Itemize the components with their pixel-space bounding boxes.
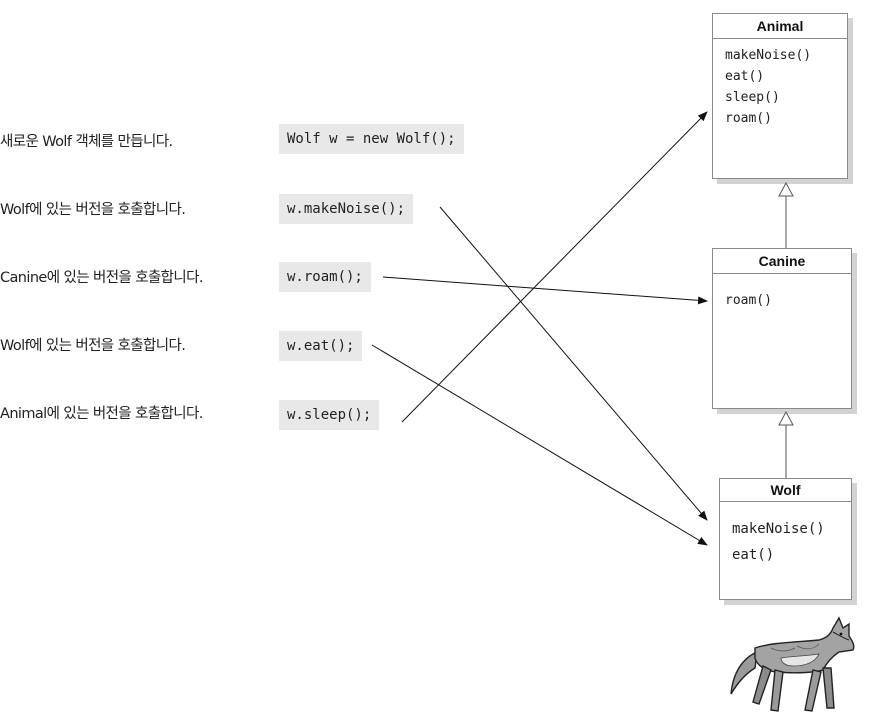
arrow-roam-to-canine (382, 276, 708, 305)
class-methods-canine: roam() (713, 274, 851, 311)
method-animal-sleep: sleep() (725, 90, 780, 105)
code-roam: w.roam(); (279, 262, 371, 292)
arrow-sleep-to-animal (401, 111, 708, 423)
class-box-wolf: Wolf makeNoise() eat() (719, 478, 852, 600)
class-box-canine: Canine roam() (712, 248, 852, 409)
method-wolf-eat: eat() (732, 547, 775, 563)
description-eat: Wolf에 있는 버전을 호출합니다. (0, 338, 186, 354)
arrow-makenoise-to-wolf (439, 206, 708, 521)
code-eat: w.eat(); (279, 331, 363, 361)
code-sleep: w.sleep(); (279, 400, 380, 430)
method-wolf-makenoise: makeNoise() (732, 521, 825, 537)
class-name-canine: Canine (713, 249, 851, 274)
description-new-wolf: 새로운 Wolf 객체를 만듭니다. (0, 134, 173, 150)
code-makenoise: w.makeNoise(); (279, 194, 414, 224)
class-name-animal: Animal (713, 14, 847, 39)
class-box-animal: Animal makeNoise() eat() sleep() roam() (712, 13, 848, 179)
description-roam: Canine에 있는 버전을 호출합니다. (0, 270, 204, 286)
wolf-illustration-icon (730, 616, 855, 712)
method-animal-eat: eat() (725, 69, 765, 84)
class-methods-animal: makeNoise() eat() sleep() roam() (713, 39, 847, 129)
class-methods-wolf: makeNoise() eat() (720, 502, 851, 568)
method-animal-roam: roam() (725, 111, 772, 126)
inheritance-triangle-canine-icon (778, 410, 794, 426)
description-sleep: Animal에 있는 버전을 호출합니다. (0, 406, 203, 422)
method-animal-makenoise: makeNoise() (725, 48, 812, 63)
arrow-eat-to-wolf (371, 344, 708, 546)
method-canine-roam: roam() (725, 293, 772, 308)
code-new-wolf: Wolf w = new Wolf(); (279, 124, 464, 154)
inheritance-triangle-animal-icon (778, 181, 794, 197)
class-name-wolf: Wolf (720, 479, 851, 502)
description-makenoise: Wolf에 있는 버전을 호출합니다. (0, 202, 186, 218)
